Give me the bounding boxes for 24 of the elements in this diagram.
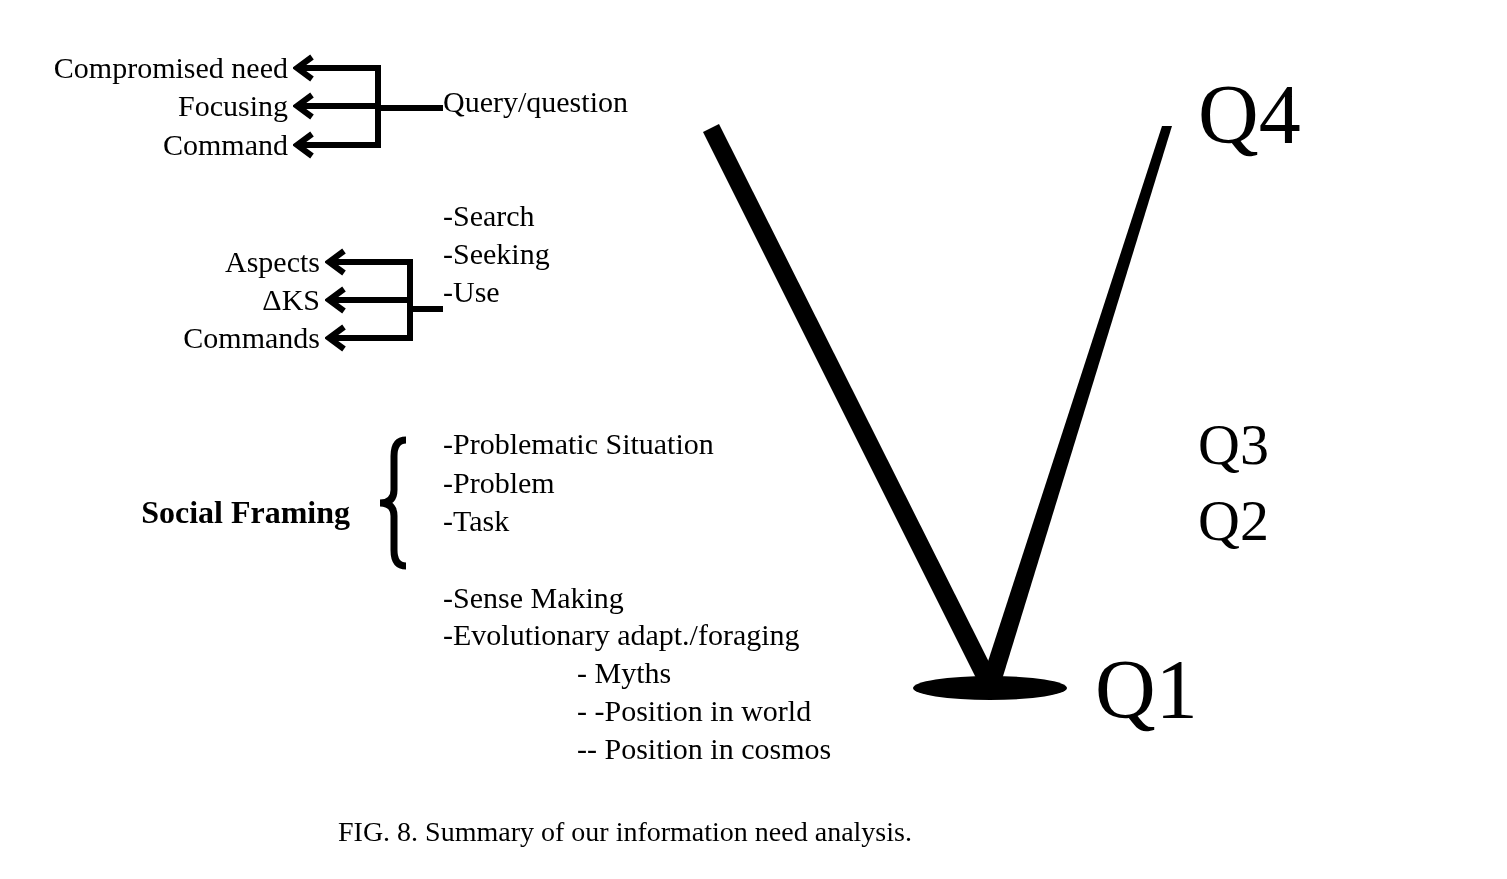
list-item: -- Position in cosmos [577,732,832,765]
node-label: ΔKS [262,281,320,319]
list-item: -Evolutionary adapt./foraging [443,618,800,651]
node-label: Compromised need [53,49,288,87]
group-heading: Social Framing [141,495,350,530]
node-label: Commands [183,319,320,357]
branch-arrow [326,306,443,352]
node-label: Query/question [443,83,628,121]
list-item: -Problem [443,466,555,499]
list-item: -Task [443,504,510,537]
quadrant-label: Q4 [1198,69,1301,161]
node-label: Command [163,126,288,164]
quadrant-label: Q3 [1198,413,1269,477]
list-item: -Problematic Situation [443,427,714,460]
node-label: Focusing [178,87,288,125]
quadrant-label: Q2 [1198,489,1269,553]
text-list: -Search -Seeking -Use [443,197,550,311]
list-item: - -Position in world [577,694,812,727]
list-item: - Myths [577,656,672,689]
branch-arrow [294,105,443,159]
figure-caption: FIG. 8. Summary of our information need analysis. [338,815,912,849]
quadrant-label: Q1 [1095,644,1198,736]
list-item: -Sense Making [443,581,624,614]
node-label: Aspects [225,243,320,281]
